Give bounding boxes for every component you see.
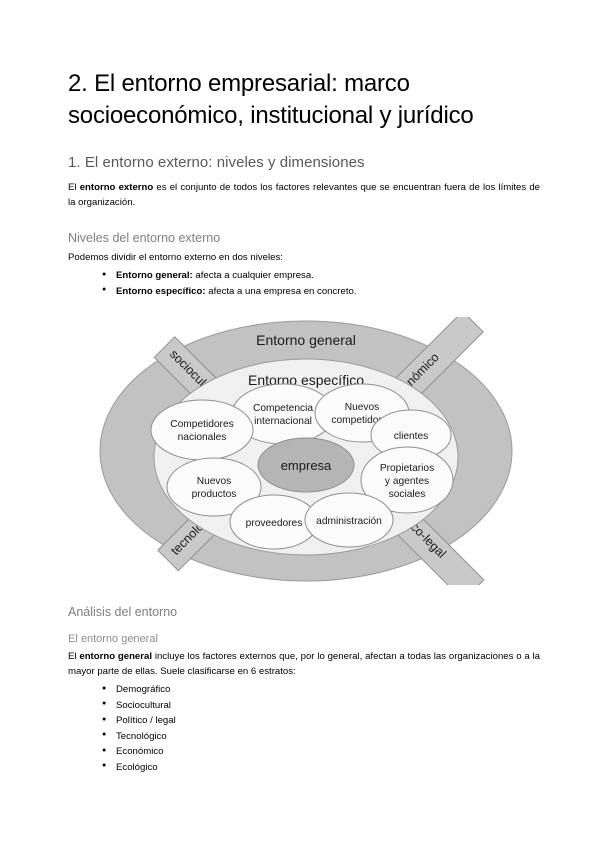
list-item: Entorno específico: afecta a una empresa… — [102, 283, 540, 300]
diagram-outer-label: Entorno general — [256, 332, 356, 348]
node-nuevos-productos: Nuevos productos — [166, 457, 262, 517]
list-item: Político / legal — [102, 713, 540, 729]
list-item: Ecológico — [102, 759, 540, 776]
list-item: Tecnológico — [102, 728, 540, 745]
svg-text:sociales: sociales — [389, 489, 426, 500]
subheading-entorno-general: El entorno general — [68, 633, 158, 646]
strata-list: Demográfico Sociocultural Político / leg… — [68, 682, 540, 775]
intro-paragraph: El entorno externo es el conjunto de tod… — [68, 181, 540, 211]
svg-text:Competencia: Competencia — [253, 403, 313, 414]
node-propietarios-agentes-sociales: Propietarios y agentes sociales — [360, 446, 454, 514]
list-item: Entorno general: afecta a cualquier empr… — [102, 268, 540, 284]
subheading-niveles: Niveles del entorno externo — [68, 231, 221, 246]
level-desc: afecta a una empresa en concreto. — [205, 285, 357, 297]
svg-text:competidores: competidores — [331, 415, 392, 426]
levels-intro: Podemos dividir el entorno externo en do… — [68, 252, 283, 264]
level-desc: afecta a cualquier empresa. — [192, 270, 314, 282]
svg-text:nacionales: nacionales — [178, 432, 227, 443]
node-administracion: administración — [304, 492, 394, 548]
section-heading-entorno-externo: 1. El entorno externo: niveles y dimensi… — [68, 154, 365, 172]
general-prefix: El — [68, 651, 80, 663]
list-item: Sociocultural — [102, 697, 540, 714]
node-competidores-nacionales: Competidores nacionales — [150, 399, 254, 461]
svg-text:Nuevos: Nuevos — [345, 402, 380, 413]
list-item: Económico — [102, 744, 540, 760]
svg-text:proveedores: proveedores — [246, 518, 303, 529]
svg-text:Competidores: Competidores — [170, 419, 233, 430]
level-term: Entorno general: — [116, 270, 193, 282]
intro-bold-term: entorno externo — [79, 182, 154, 194]
svg-text:clientes: clientes — [394, 431, 429, 442]
svg-text:internacional: internacional — [254, 416, 312, 427]
general-paragraph: El entorno general incluye los factores … — [68, 650, 540, 680]
svg-text:administración: administración — [316, 516, 382, 527]
svg-text:Propietarios: Propietarios — [380, 463, 434, 474]
diagram-center-label: empresa — [281, 458, 332, 473]
levels-list: Entorno general: afecta a cualquier empr… — [68, 268, 540, 299]
page-title: 2. El entorno empresarial: marco socioec… — [68, 70, 474, 130]
list-item: Demográfico — [102, 682, 540, 698]
level-term: Entorno específico: — [116, 285, 206, 297]
general-rest: incluye los factores externos que, por l… — [68, 651, 541, 678]
entorno-diagram: sociocultural económico tecnológico Polí… — [96, 317, 516, 586]
node-empresa: empresa — [257, 437, 355, 493]
subheading-analisis: Análisis del entorno — [68, 605, 178, 620]
svg-text:productos: productos — [192, 489, 237, 500]
intro-rest: es el conjunto de todos los factores rel… — [68, 182, 540, 209]
svg-text:y agentes: y agentes — [385, 476, 429, 487]
intro-prefix: El — [68, 182, 80, 194]
document-content: 2. El entorno empresarial: marco socioec… — [0, 0, 600, 775]
general-bold-term: entorno general — [79, 651, 153, 663]
svg-text:Nuevos: Nuevos — [197, 476, 232, 487]
